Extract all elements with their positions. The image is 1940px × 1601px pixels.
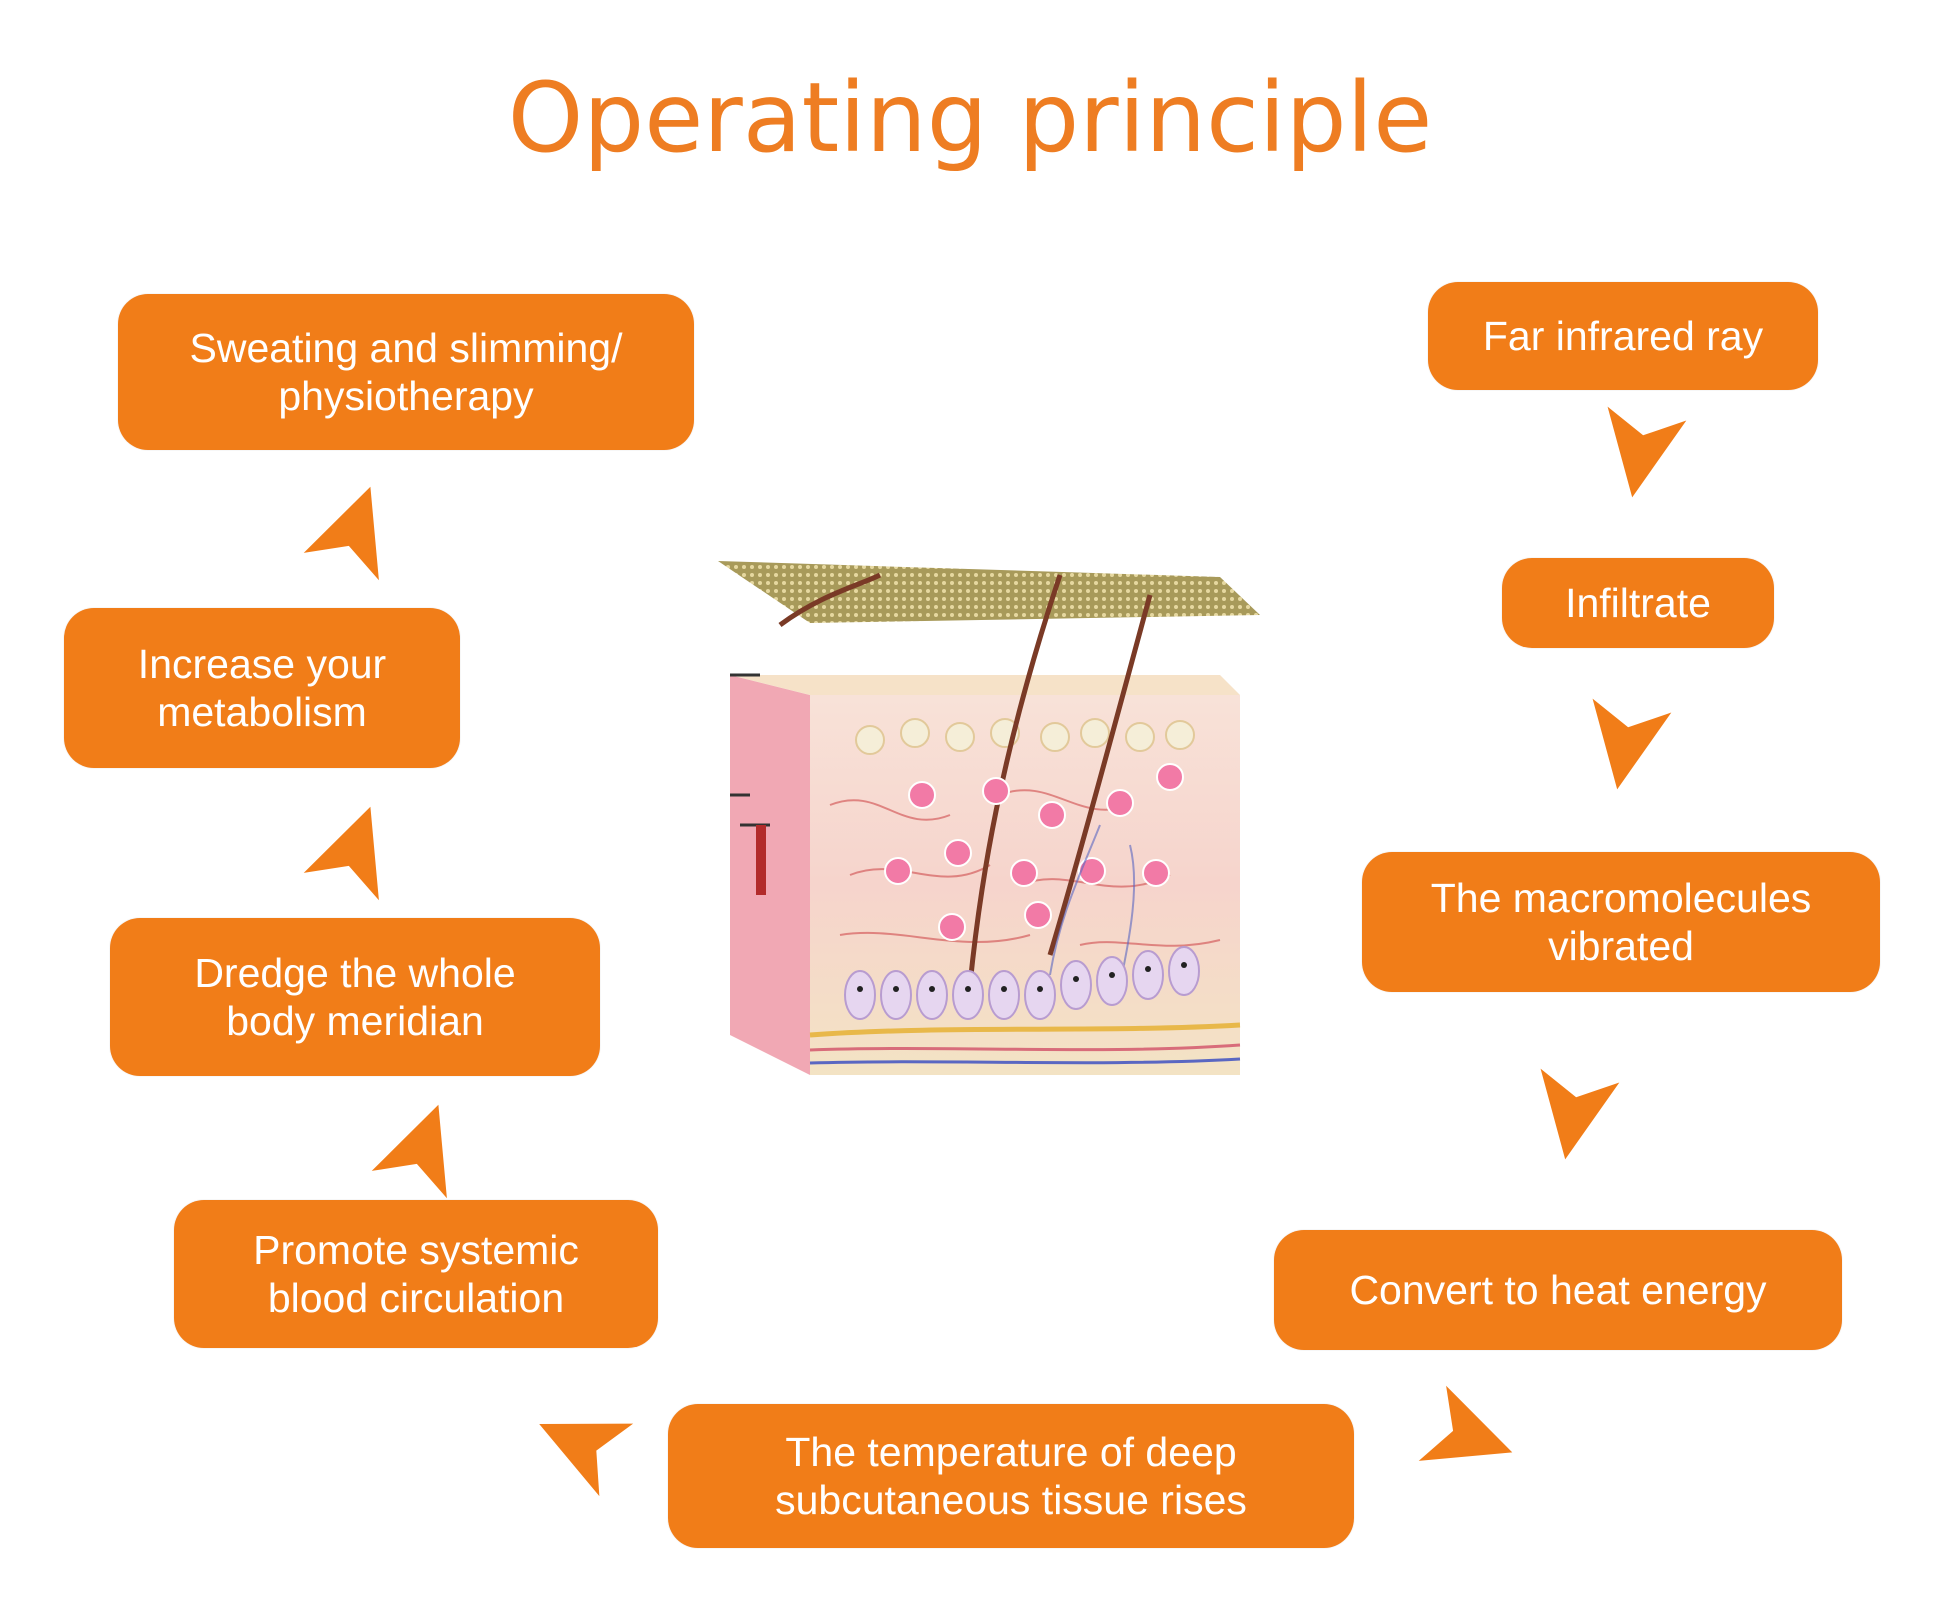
- step-increase-metabolism: Increase your metabolism: [64, 608, 460, 768]
- step-macromolecules-vibrated: The macromolecules vibrated: [1362, 852, 1880, 992]
- arrow-down-1: [1607, 406, 1687, 498]
- arrow-down-3: [1540, 1068, 1620, 1160]
- step-temperature-rises: The temperature of deep subcutaneous tis…: [668, 1404, 1354, 1548]
- step-promote-blood-circulation: Promote systemic blood circulation: [174, 1200, 658, 1348]
- arrow-down-2: [1592, 698, 1672, 790]
- page-title: Operating principle: [507, 62, 1433, 174]
- infrared-pad: [718, 561, 1260, 623]
- step-dredge-meridian: Dredge the whole body meridian: [110, 918, 600, 1076]
- skin-cross-section-icon: [718, 561, 1260, 1075]
- step-convert-to-heat-energy: Convert to heat energy: [1274, 1230, 1842, 1350]
- arrow-down-left-4: [1418, 1385, 1513, 1461]
- step-infiltrate: Infiltrate: [1502, 558, 1774, 648]
- arrow-up-8: [303, 486, 379, 581]
- step-sweating-slimming: Sweating and slimming/ physiotherapy: [118, 294, 694, 450]
- arrow-up-7: [303, 806, 379, 901]
- arrow-up-6: [371, 1104, 447, 1199]
- arrow-left-5: [539, 1423, 634, 1497]
- step-far-infrared-ray: Far infrared ray: [1428, 282, 1818, 390]
